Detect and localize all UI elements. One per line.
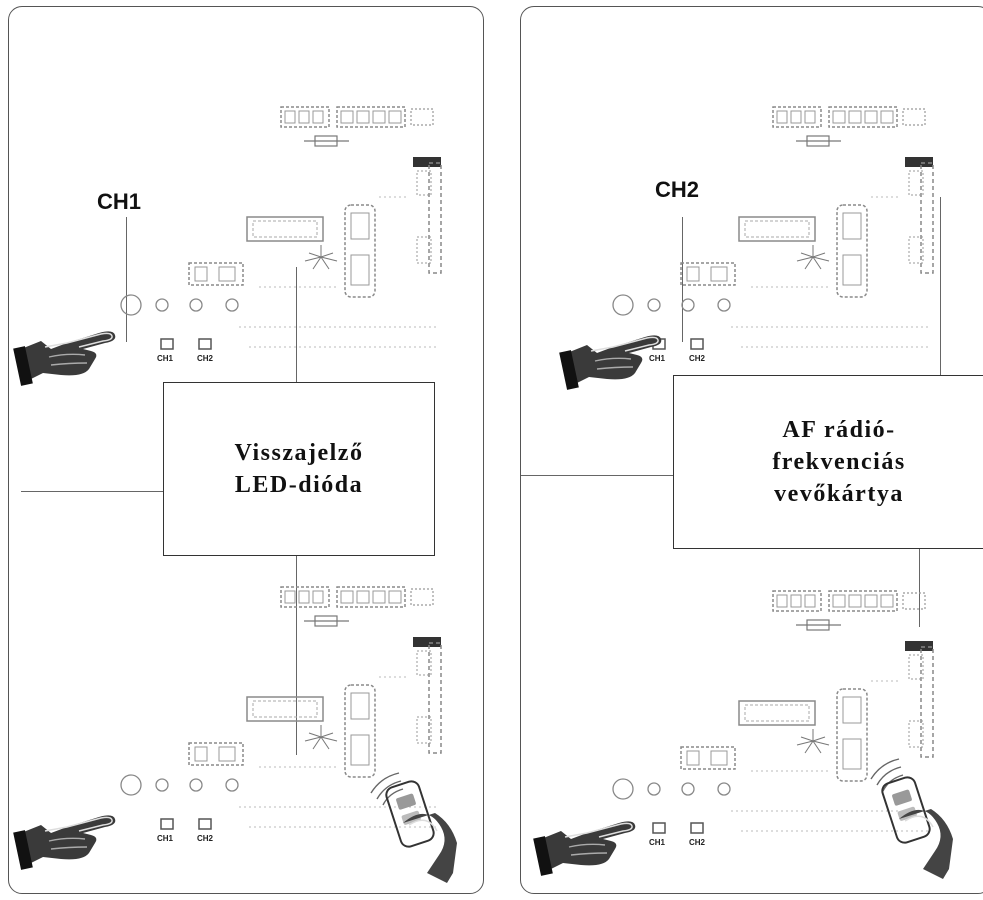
board-diagram-top: CH1 CH2	[120, 106, 442, 363]
button-label-ch2-bottom: CH2	[197, 834, 214, 843]
button-label-ch1-bottom-right: CH1	[649, 838, 666, 847]
button-label-ch1: CH1	[157, 354, 174, 363]
channel-label-right: CH2	[655, 177, 700, 202]
button-label-ch2-bottom-right: CH2	[689, 838, 706, 847]
left-divider-line	[21, 491, 167, 492]
button-label-ch1-bottom: CH1	[157, 834, 174, 843]
right-panel: CH1 CH2 CH2 AF rádió- frekvenciás vevőká…	[520, 6, 983, 894]
led-top-leader-line	[296, 267, 297, 383]
pointing-hand-icon-bottom-right	[532, 820, 637, 877]
button-label-ch1-right: CH1	[649, 354, 666, 363]
button-label-ch2: CH2	[197, 354, 214, 363]
right-divider-line	[521, 475, 673, 476]
board-diagram-bottom-right: CH1 CH2	[612, 590, 934, 847]
left-panel: CH1 CH2 CH1 Visszajelző LED-dióda CH1 CH…	[8, 6, 484, 894]
remote-control-icon	[383, 778, 458, 884]
led-callout-text: Visszajelző LED-dióda	[234, 440, 364, 498]
board-diagram-top-right: CH1 CH2	[612, 106, 934, 363]
remote-control-icon-right	[879, 774, 954, 880]
board-diagram-bottom: CH1 CH2	[120, 586, 442, 843]
led-bottom-leader-line	[296, 555, 297, 755]
ch2-leader-line	[682, 217, 683, 342]
channel-label: CH1	[97, 189, 142, 214]
ch1-leader-line	[126, 217, 127, 342]
led-callout: Visszajelző LED-dióda	[163, 382, 435, 556]
pointing-hand-icon	[12, 330, 117, 387]
receiver-callout: AF rádió- frekvenciás vevőkártya	[673, 375, 983, 549]
receiver-callout-text: AF rádió- frekvenciás vevőkártya	[772, 417, 906, 507]
receiver-top-leader-line	[940, 197, 941, 375]
button-label-ch2-right: CH2	[689, 354, 706, 363]
pointing-hand-icon-right	[558, 334, 663, 391]
receiver-bottom-leader-line	[919, 547, 920, 627]
pointing-hand-icon-bottom	[12, 814, 117, 871]
